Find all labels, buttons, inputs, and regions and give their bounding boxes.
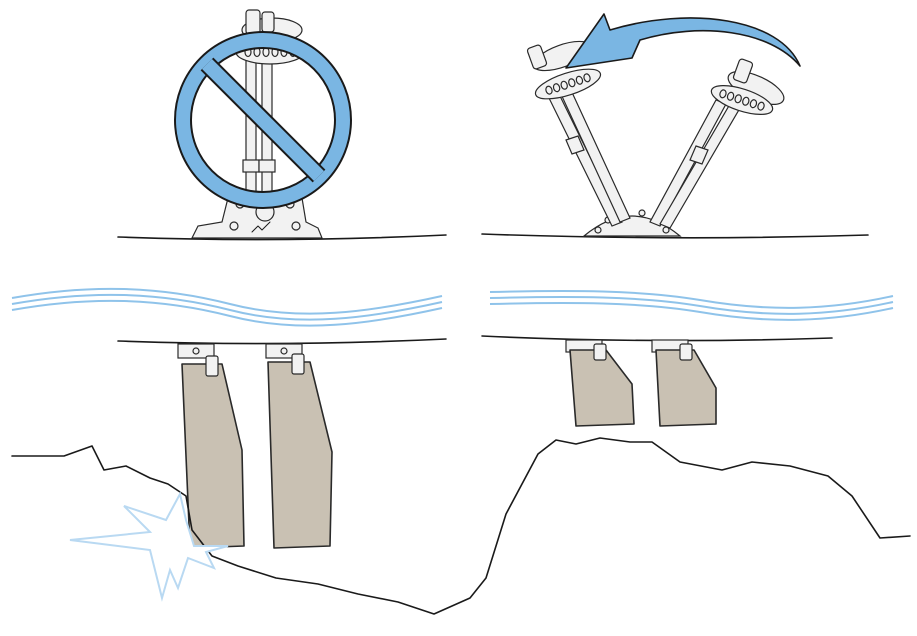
left-water-surface <box>11 287 443 327</box>
right-fin-mount <box>565 339 689 353</box>
left-fin-front <box>181 363 245 549</box>
left-shaft <box>245 59 257 199</box>
seabed-profile <box>11 437 911 615</box>
prohibited-icon <box>174 31 352 209</box>
left-shaft-collar <box>258 159 276 173</box>
left-fin-mount <box>177 343 303 359</box>
left-fins-extended <box>177 343 333 549</box>
left-pedal-clip <box>261 11 275 33</box>
left-hull-bottom-line <box>117 338 447 345</box>
right-fin-front <box>569 349 635 427</box>
right-water-surface <box>489 289 894 321</box>
rotate-arrow-icon <box>565 13 801 69</box>
prohibited-ring-fill <box>176 33 350 207</box>
left-hull-deck-line <box>117 234 447 241</box>
prohibited-slash-fill <box>202 59 324 181</box>
right-fin-rear <box>655 349 717 427</box>
rotate-arrow-body <box>565 13 801 69</box>
right-arm-tilted-left <box>526 40 631 227</box>
left-shaft-collar <box>242 159 260 173</box>
left-base-logo <box>251 221 271 233</box>
left-fin-rear <box>267 361 333 549</box>
left-base-bolt <box>291 221 301 231</box>
right-fins-retracted <box>565 339 717 427</box>
left-base-bolt <box>229 221 239 231</box>
impact-burst-icon <box>69 491 229 602</box>
impact-burst-shape <box>69 491 229 602</box>
left-pedal-clip <box>245 9 261 35</box>
right-hull-deck-line <box>481 233 869 239</box>
right-arm-tilted-right <box>649 58 785 229</box>
right-mechanism-retracted <box>481 40 869 239</box>
